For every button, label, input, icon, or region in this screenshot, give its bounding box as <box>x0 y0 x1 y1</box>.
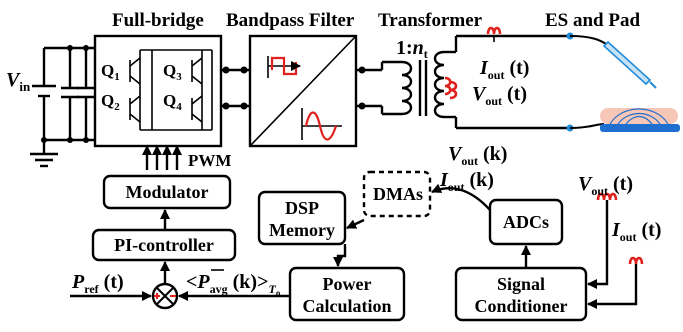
vout-sensor-wire <box>587 200 609 289</box>
pwm-signal-arrows <box>142 145 182 170</box>
pavg-label: <Pavg (k)>To <box>186 271 281 298</box>
q4-label: Q4 <box>163 91 182 113</box>
power-calculation-block <box>288 266 406 322</box>
iout-k-label: Iout (k) <box>439 169 494 194</box>
summing-junction <box>151 282 179 310</box>
dsp-memory-block <box>257 190 347 246</box>
header-bandpass-filter: Bandpass Filter <box>226 10 355 31</box>
pi-controller-label: PI-controller <box>114 235 214 255</box>
dsp-label: DSP <box>285 198 319 218</box>
pref-label: Pref (t) <box>71 271 124 296</box>
sensor-coils <box>596 192 644 265</box>
filter-to-transformer-wires <box>356 60 402 116</box>
calculation-label: Calculation <box>302 296 391 316</box>
iout-sensor-wire <box>587 264 638 309</box>
dmas-to-memory-arrow <box>346 218 365 230</box>
signal-label: Signal <box>497 274 545 294</box>
header-es-and-pad: ES and Pad <box>545 10 640 31</box>
switch-transistors <box>129 49 213 131</box>
pwm-label: PWM <box>188 151 231 170</box>
q2-label: Q2 <box>101 91 120 113</box>
header-full-bridge: Full-bridge <box>112 10 204 31</box>
vout-t-label: Vout (t) <box>472 83 527 108</box>
filter-symbol <box>249 35 357 147</box>
vin-label: Vin <box>6 69 31 94</box>
q1-label: Q1 <box>101 61 120 83</box>
input-source <box>30 45 95 168</box>
q3-label: Q3 <box>163 61 182 83</box>
adcs-label: ADCs <box>503 212 549 232</box>
vout-t-sensor-label: Vout (t) <box>578 173 633 198</box>
dmas-label: DMAs <box>373 184 423 204</box>
full-bridge-box <box>93 34 223 148</box>
adcs-to-dmas-arrow <box>431 183 491 211</box>
pi-controller-block <box>91 228 237 262</box>
turns-ratio-label: 1:nt <box>396 37 428 61</box>
modulator-block <box>102 174 232 210</box>
header-transformer: Transformer <box>378 10 483 31</box>
pad-icon <box>569 108 680 132</box>
bridge-to-filter-wires <box>221 66 250 110</box>
conditioner-label: Conditioner <box>474 296 567 316</box>
transformer-symbol <box>401 26 570 130</box>
vout-k-label: Vout (k) <box>448 143 507 168</box>
memory-to-power-arrow <box>333 244 347 267</box>
signal-conditioner-block <box>454 266 588 322</box>
memory-label: Memory <box>269 220 335 240</box>
iout-t-label: Iout (t) <box>479 57 529 82</box>
es-pen-icon <box>569 35 657 89</box>
adcs-block <box>488 198 564 246</box>
dmas-block <box>362 170 432 218</box>
iout-t-sensor-label: Iout (t) <box>611 219 661 244</box>
power-label: Power <box>323 274 372 294</box>
modulator-label: Modulator <box>126 182 209 202</box>
